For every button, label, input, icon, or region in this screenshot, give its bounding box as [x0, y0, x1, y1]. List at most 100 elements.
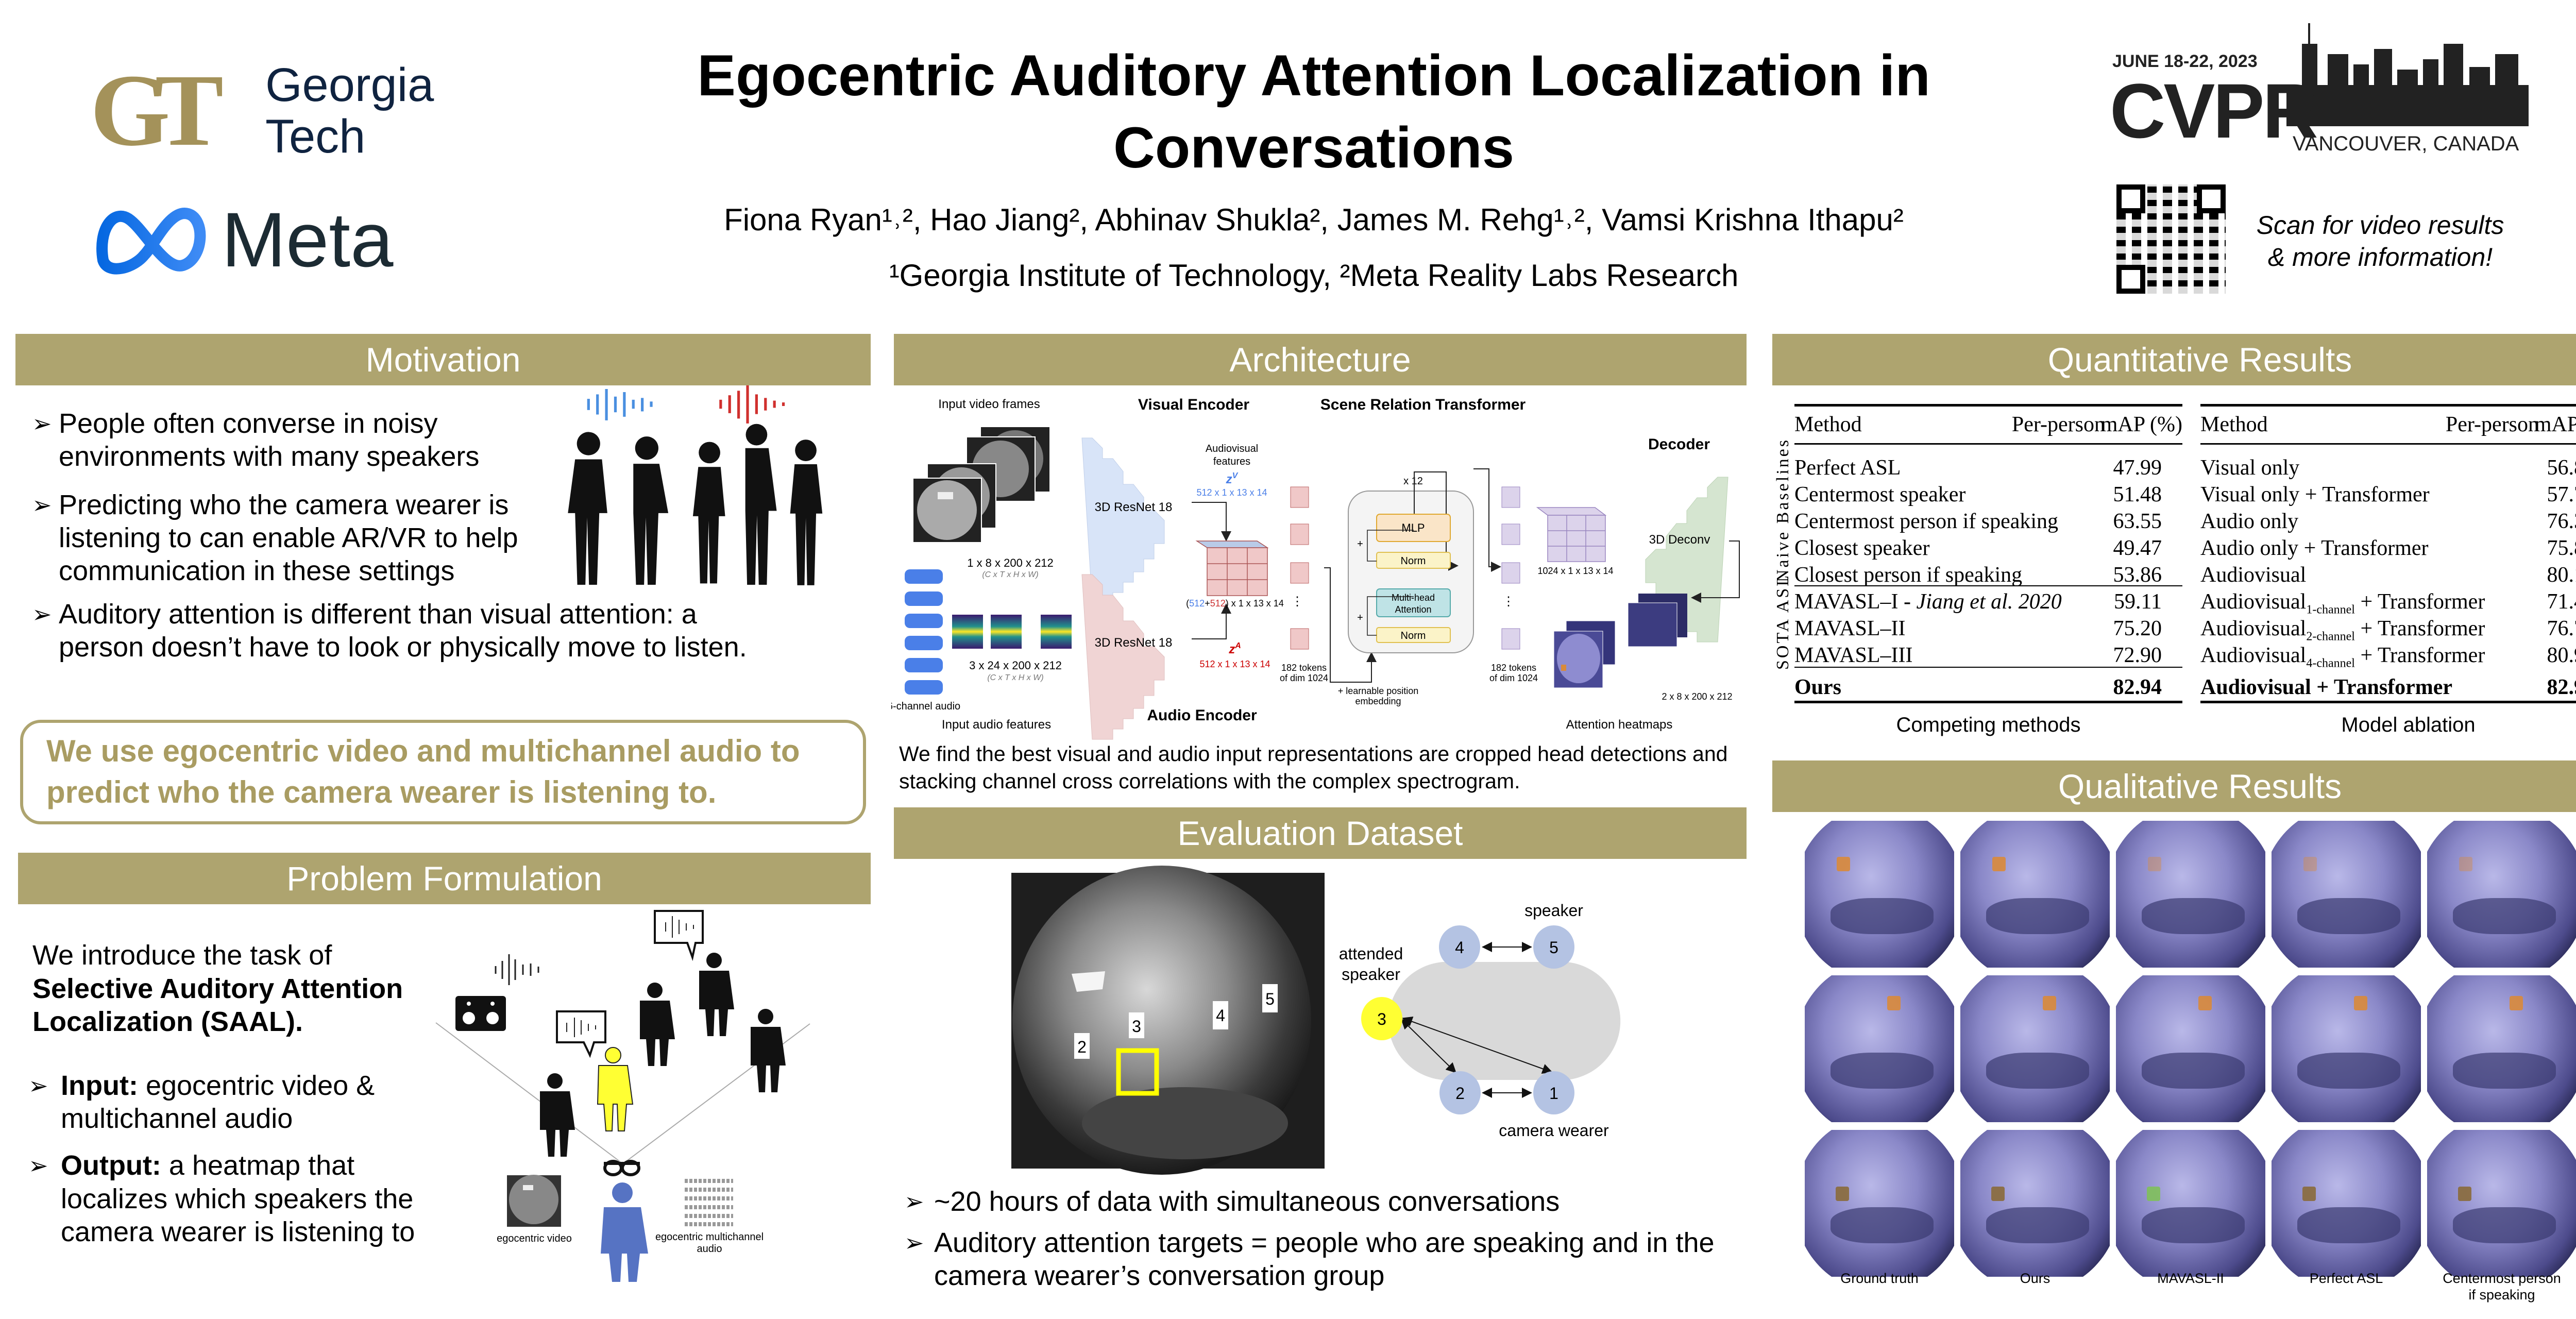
- cvpr-logo: JUNE 18-22, 2023 CVPR VANCOUVER, CANADA: [2110, 23, 2529, 157]
- map-value: 47.99: [2113, 456, 2162, 480]
- method-name: Closest speaker: [1794, 536, 1930, 560]
- attended-label-1: attended: [1339, 944, 1403, 963]
- map-value: 76.30: [2547, 510, 2576, 533]
- method-name: Audiovisual4-channel + Transformer: [2200, 644, 2485, 670]
- photo-label-2: 2: [1077, 1038, 1087, 1056]
- visual-encoder-block: [1081, 437, 1165, 603]
- author-list: Fiona Ryan¹˒², Hao Jiang², Abhinav Shukl…: [724, 202, 1904, 237]
- motivation-heading: Motivation: [15, 334, 871, 385]
- attention-heatmaps-label: Attention heatmaps: [1566, 718, 1673, 732]
- table-row: Audiovisual + Transformer 82.94: [2200, 674, 2576, 701]
- map-value: 80.10: [2547, 563, 2576, 587]
- gt-logo-mark: GT: [90, 54, 224, 167]
- audio-dims-format: (C x T x H x W): [987, 673, 1043, 682]
- six-channel-audio-label: 6-channel audio: [891, 701, 960, 712]
- map-value: 75.84: [2547, 536, 2576, 560]
- qualitative-heatmap-cell: [2272, 975, 2421, 1122]
- video-dims: 1 x 8 x 200 x 212: [967, 556, 1054, 569]
- naive-baselines-group-label: Naive Baselines: [1773, 438, 1792, 582]
- method-name: Audio only + Transformer: [2200, 536, 2429, 560]
- map-value: 75.20: [2113, 617, 2162, 640]
- method-name: Ours: [1794, 675, 1842, 699]
- method-name: MAVASL–I - Jiang et al. 2020: [1794, 590, 2062, 614]
- heatmap-dims: 2 x 8 x 200 x 212: [1662, 691, 1732, 702]
- qualitative-column-label: Ground truth: [1840, 1271, 1919, 1286]
- sota-asl-group-label: SOTA ASL: [1773, 573, 1792, 670]
- speech-bubble-icon: [556, 910, 704, 1058]
- poster-title-line1: Egocentric Auditory Attention Localizati…: [697, 43, 1930, 108]
- qr-caption-line2: & more information!: [2267, 243, 2493, 272]
- node-3-attended: [1361, 997, 1402, 1040]
- residual-plus-2: +: [1357, 612, 1363, 623]
- audio-label-line2: audio: [697, 1243, 722, 1255]
- map-value: 51.48: [2113, 483, 2162, 506]
- photo-label-5: 5: [1265, 990, 1275, 1008]
- mha-label-1: Multi-head: [1392, 593, 1435, 603]
- dataset-bullet-2-line2: camera wearer’s conversation group: [934, 1260, 1385, 1291]
- concat-dims: (512+512) x 1 x 13 x 14: [1186, 598, 1284, 608]
- mha-label-2: Attention: [1395, 604, 1431, 615]
- map-value: 82.94: [2113, 675, 2162, 699]
- architecture-caption-line2: stacking channel cross correlations with…: [899, 769, 1520, 793]
- architecture-heading: Architecture: [894, 334, 1747, 385]
- person-icon: [540, 1073, 575, 1157]
- method-name: Audiovisual + Transformer: [2200, 675, 2453, 699]
- georgia-tech-logo: GT Georgia Tech: [90, 54, 482, 167]
- mha-block: [1376, 588, 1451, 617]
- input-audio-features-label: Input audio features: [942, 718, 1051, 732]
- vancouver-skyline-icon: [2286, 23, 2529, 126]
- silhouette-person: [745, 424, 777, 585]
- poster-title-line2: Conversations: [1113, 115, 1514, 180]
- qualitative-heatmap-cell: [2427, 1130, 2576, 1277]
- audio-encoder-block: [1081, 574, 1165, 740]
- table-row: Ours 82.94: [1794, 674, 2182, 701]
- visual-resnet-label: 3D ResNet 18: [1095, 500, 1173, 514]
- qualitative-heatmap-cell: [2116, 975, 2265, 1122]
- mlp-label: MLP: [1401, 521, 1425, 534]
- qualitative-heatmap-cell: [1960, 1130, 2110, 1277]
- norm-label-1: Norm: [1401, 630, 1426, 641]
- waveform-icon: [495, 954, 539, 985]
- motivation-callout: We use egocentric video and multichannel…: [20, 720, 866, 824]
- table-row: Audio only + Transformer 75.84: [2200, 535, 2576, 562]
- method-name: Audiovisual: [2200, 563, 2307, 587]
- arrow-bullet-icon: ➢: [28, 1072, 48, 1099]
- zv-symbol: z: [1226, 472, 1232, 486]
- node-4: [1439, 925, 1480, 969]
- map-value: 57.70: [2547, 483, 2576, 506]
- architecture-diagram: Input video frames Visual Encoder Scene …: [891, 396, 1740, 740]
- svg-text:3: 3: [1377, 1010, 1386, 1028]
- qualitative-heatmap-cell: [2427, 821, 2576, 968]
- gt-logo-georgia: Georgia: [265, 59, 434, 111]
- qualitative-heatmap-cell: [1805, 821, 1954, 968]
- red-waveform-icon: [719, 385, 785, 424]
- qualitative-heatmap-cell: [2272, 1130, 2421, 1277]
- conversation-silhouettes-illustration: [568, 385, 823, 585]
- map-value: 82.94: [2547, 675, 2576, 699]
- conversation-group-shape: [1388, 962, 1621, 1080]
- competing-methods-caption: Competing methods: [1896, 714, 2081, 736]
- six-channel-audio-waveforms: [905, 569, 943, 695]
- meta-logo-text: Meta: [222, 196, 394, 283]
- problem-intro: We introduce the task of: [32, 940, 332, 971]
- affiliations: ¹Georgia Institute of Technology, ²Meta …: [889, 258, 1739, 293]
- deconv-label: 3D Deconv: [1649, 533, 1710, 547]
- scene-relation-transformer-title: Scene Relation Transformer: [1320, 396, 1526, 413]
- camera-wearer-label: camera wearer: [1499, 1121, 1609, 1140]
- qualitative-heatmap-cell: [2116, 821, 2265, 968]
- qualitative-heatmap-cell: [2272, 821, 2421, 968]
- table-header: Method Per-person mAP (%): [2200, 413, 2576, 436]
- qualitative-heatmap-cell: [2116, 1130, 2265, 1277]
- za-dims: 512 x 1 x 13 x 14: [1199, 659, 1270, 669]
- video-frames-stack: [912, 427, 1049, 543]
- method-name: Audiovisual1-channel + Transformer: [2200, 590, 2485, 617]
- qr-code[interactable]: [2116, 184, 2226, 294]
- svg-text:⋮: ⋮: [1502, 595, 1515, 608]
- map-value: 72.90: [2113, 644, 2162, 667]
- output-dims: 1024 x 1 x 13 x 14: [1537, 566, 1613, 576]
